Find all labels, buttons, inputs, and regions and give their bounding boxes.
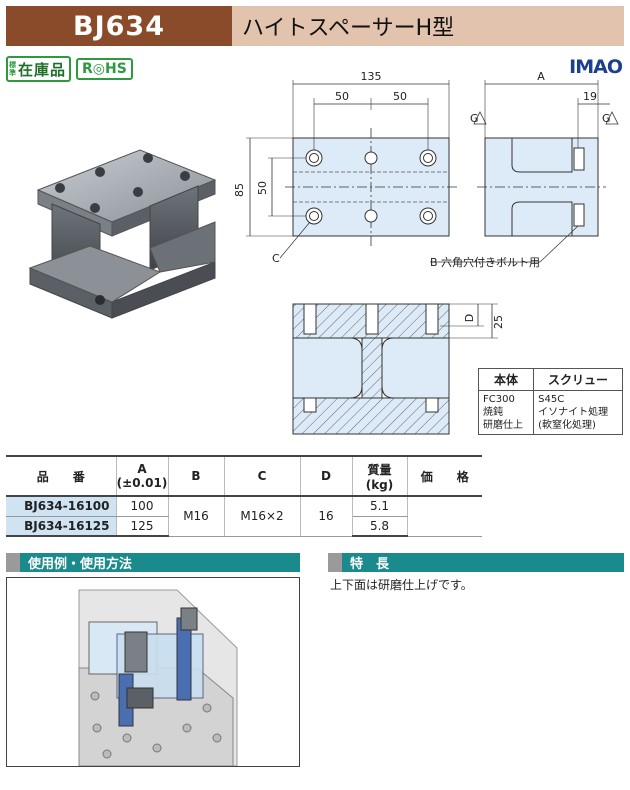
table-row: BJ634-16100 100 M16 M16×2 16 5.1 [6,495,482,537]
header-a: A (±0.01) [115,455,169,497]
g-mark-right: G [602,112,611,125]
a-value-cell: 125 [115,515,169,537]
label-c: C [272,252,280,265]
material-header-body: 本体 [477,368,535,391]
header-code: 品 番 [6,455,117,497]
dim-label-a: A [537,70,545,83]
material-screw-cell: S45C イソナイト処理 (軟窒化処理) [533,390,623,435]
product-photo [28,149,217,319]
usage-illustration [6,577,300,767]
title-bar: BJ634 ハイトスペーサーH型 [6,6,624,46]
dim-width-total: 135 [361,70,382,83]
imao-logo: IMAO [569,56,623,78]
technical-drawing: 135 50 50 85 50 C A 19 [28,70,619,435]
header-d: D [299,455,353,497]
dim-label-d: D [463,314,476,322]
section-marker [328,553,342,572]
header-mass-label: 質量 [367,462,392,477]
in-stock-badge: 標 準 在庫品 [6,56,72,82]
dim-pitch-1: 50 [335,90,349,103]
material-body-line: 研磨仕上 [483,420,523,431]
standard-mark: 標 準 [9,61,16,77]
material-body-line: FC300 [483,394,515,405]
usage-section-header: 使用例・使用方法 [6,553,300,572]
material-header-screw: スクリュー [533,368,623,391]
features-section-title: 特 長 [350,557,390,572]
dim-height-total: 85 [233,183,246,197]
a-value-cell: 100 [115,495,169,517]
features-section-header: 特 長 [328,553,624,572]
header-a-tolerance: (±0.01) [116,476,168,490]
usage-drawing [78,589,238,767]
dim-side-19: 19 [583,90,597,103]
label-b: B 六角穴付きボルト用 [430,255,540,269]
header-a-label: A [137,462,147,476]
header-mass-unit: (kg) [365,477,394,492]
product-name-title: ハイトスペーサーH型 [232,6,624,46]
product-code-title: BJ634 [6,6,232,46]
front-view: 135 50 50 85 50 C [233,70,457,265]
badge-row: 標 準 在庫品 R◎HS [6,56,133,82]
standard-mark-char-1: 標 [9,61,16,69]
features-text: 上下面は研磨仕上げです。 [330,578,473,592]
material-body-cell: FC300 焼鈍 研磨仕上 [477,390,535,435]
header-c: C [223,455,301,497]
material-screw-line: S45C [538,394,565,405]
section-view: D 25 [292,303,505,435]
standard-mark-char-2: 準 [9,69,16,77]
table-row: BJ634-16125 125 5.8 [6,515,482,537]
section-marker [6,553,20,572]
material-table: 本体 スクリュー FC300 焼鈍 研磨仕上 S45C イソナイト処理 (軟窒化… [477,368,623,435]
part-number-cell: BJ634-16100 [6,495,117,517]
header-b: B [167,455,225,497]
in-stock-label: 在庫品 [18,60,67,79]
price-cell [406,495,482,537]
dim-depth-25: 25 [492,315,505,329]
rohs-badge: R◎HS [76,58,133,80]
c-value-cell: M16×2 [223,495,301,537]
spec-table: 品 番 A (±0.01) B C D 質量 (kg) 価 格 BJ634-16… [6,455,482,537]
part-number-cell: BJ634-16125 [6,515,117,537]
mass-value-cell: 5.8 [351,515,407,537]
side-view: A 19 G G B 六角穴付きボルト用 [430,70,619,269]
header-price: 価 格 [406,455,482,497]
mass-value-cell: 5.1 [351,495,408,517]
header-mass: 質量 (kg) [351,455,408,497]
material-body-line: 焼鈍 [483,407,503,418]
b-value-cell: M16 [167,495,225,537]
usage-section-title: 使用例・使用方法 [28,557,133,572]
dim-pitch-2: 50 [393,90,407,103]
dim-height-pitch: 50 [256,181,269,195]
g-mark-left: G [470,112,479,125]
material-screw-line: イソナイト処理 [538,407,609,418]
material-screw-line: (軟窒化処理) [538,420,596,431]
d-value-cell: 16 [299,495,353,537]
